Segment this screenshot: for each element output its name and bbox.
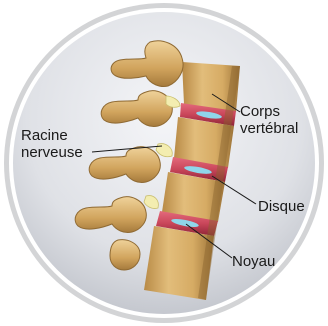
label-racine-line1: Racine: [21, 127, 83, 144]
label-corps-line2: vertébral: [240, 120, 298, 137]
label-racine-nerveuse: Racine nerveuse: [21, 127, 83, 161]
label-racine-line2: nerveuse: [21, 144, 83, 161]
label-disque: Disque: [258, 198, 305, 215]
process-5: [110, 240, 140, 270]
label-noyau: Noyau: [232, 253, 275, 270]
label-corps-vertebral: Corps vertébral: [240, 103, 298, 137]
label-corps-line1: Corps: [240, 103, 298, 120]
